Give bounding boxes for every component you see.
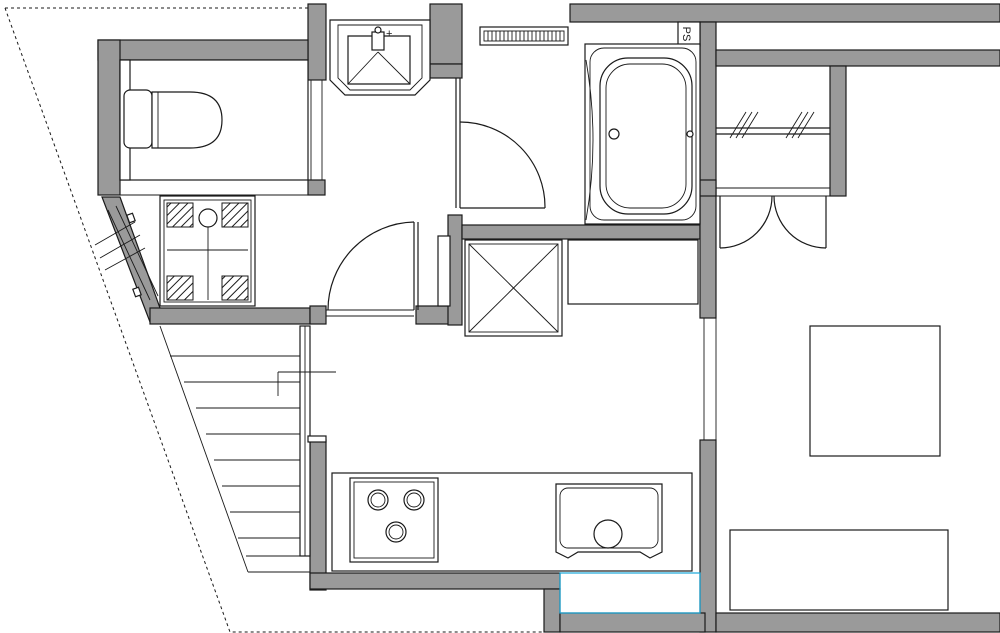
ps-box: PS: [677, 21, 701, 47]
angled-window: [94, 205, 159, 301]
bathtub: [584, 43, 701, 225]
ps-label: PS: [680, 27, 692, 42]
doors: [310, 78, 830, 317]
washing-machine-pan: [159, 195, 256, 307]
table: [809, 325, 941, 457]
fridge-space: [567, 239, 699, 305]
toilet: [119, 59, 309, 196]
low-cabinet: [729, 529, 949, 611]
vent-grille: [479, 26, 569, 46]
site-boundary: [4, 7, 560, 633]
closet-hanger-rail: [716, 111, 830, 139]
kitchen-counter: [331, 472, 693, 572]
svg-text:+: +: [386, 28, 392, 40]
jamb-lines: [703, 318, 717, 440]
walls: [97, 3, 1000, 633]
wash-basin: +: [329, 19, 431, 96]
stairs: [159, 325, 336, 573]
storage-x-box: [464, 239, 563, 337]
bottom-window: [559, 572, 701, 614]
